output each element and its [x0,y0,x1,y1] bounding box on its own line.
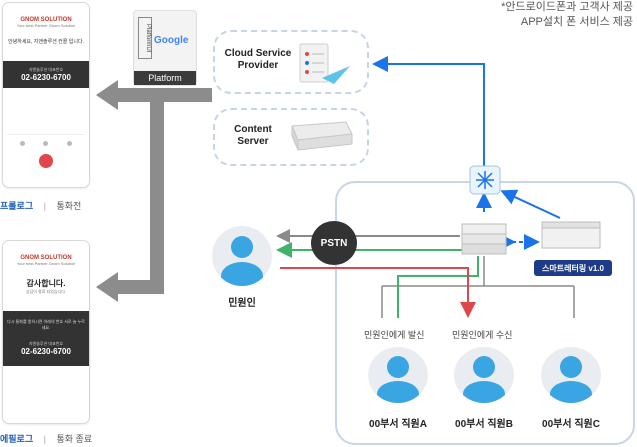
update-arrow [372,56,485,166]
platform-vertical-label: PlatformUI [138,17,152,59]
thanks-heading: 감사합니다. [26,279,66,288]
staff-c-label: 00부서 직원C [542,419,600,430]
staff-a-label: 00부서 직원A [369,419,427,430]
call-out-label: 민원인에게 발신 [364,330,425,340]
thanks-sub: 상담이 종료 되었습니다. [25,289,67,294]
phone-logo: GNOM SOLUTION [20,17,72,23]
staff-b-avatar [454,347,514,403]
cloud-server-icon [299,43,350,84]
phone-logo: GNOM SOLUTION [20,255,72,261]
keypad-icon[interactable] [43,141,49,146]
speaker-icon[interactable] [66,141,72,146]
staff-a-avatar [368,347,428,403]
phone-info-box: 다시 통화를 원하시면 아래의 번호 서로 눌 누르세요. 지앤솔루션 대표번호… [3,311,89,366]
call-in-label: 민원인에게 수신 [452,330,513,340]
phone-greeting: 안녕하세요, 지앤솔루션 컨콜 입니다. [8,39,84,45]
service-label: 지앤솔루션 대표번호 [28,341,64,346]
staff-bus [381,256,575,318]
end-call-icon[interactable] [39,154,53,168]
platform-label: Platform [134,71,196,85]
staff-c-avatar [541,347,601,403]
content-server-label: Content Server [234,124,272,147]
phone-info: 다시 통화를 원하시면 아래의 번호 서로 눌 누르세요. [7,319,85,330]
phone-number: 02-6230-6700 [21,347,71,356]
prologue-caption: 프롤로그 | 통화전 [0,201,82,211]
google-logo: Google [154,35,189,46]
smartring-badge: 스마트레터링 v1.0 [534,260,612,276]
content-server-icon [291,121,353,151]
outbound-call-line [280,250,479,318]
citizen-label: 민원인 [228,298,256,309]
inbound-call-line [280,267,476,318]
pstn-node: PSTN [311,221,357,265]
pbx-server-icon [461,223,507,255]
mute-icon[interactable] [20,141,26,146]
deployment-note: *안드로이드폰과 고객사 제공 APP설치 폰 서비스 제공 [501,0,633,30]
phone-tagline: Your best Partner Gnom Solution [16,261,76,266]
cloud-service-label: Cloud Service Provider [224,48,292,71]
smartring-server-icon [541,221,601,249]
admin-arrow [500,189,561,219]
cloud-service-box: Cloud Service Provider [213,30,369,94]
delivery-arrow [96,80,212,302]
phone-epilogue: GNOM SOLUTION Your best Partner Gnom Sol… [2,240,90,424]
epilogue-caption: 에필로그 | 통화 종료 [0,434,93,444]
platform-card: PlatformUI Google Platform [133,10,197,86]
staff-b-label: 00부서 직원B [455,419,513,430]
phone-tagline: Your best Partner Gnom Solution [16,23,76,28]
phone-number: 02-6230-6700 [21,73,71,82]
phone-number-box: 지앤솔루션 대표번호 02-6230-6700 [3,61,89,88]
citizen-avatar [212,226,272,286]
service-label: 지앤솔루션 대표번호 [28,67,64,72]
note-line-1: *안드로이드폰과 고객사 제공 [501,1,633,13]
phone-prologue: GNOM SOLUTION Your best Partner Gnom Sol… [2,2,90,188]
router-icon [469,165,501,195]
note-line-2: APP설치 폰 서비스 제공 [520,16,633,28]
